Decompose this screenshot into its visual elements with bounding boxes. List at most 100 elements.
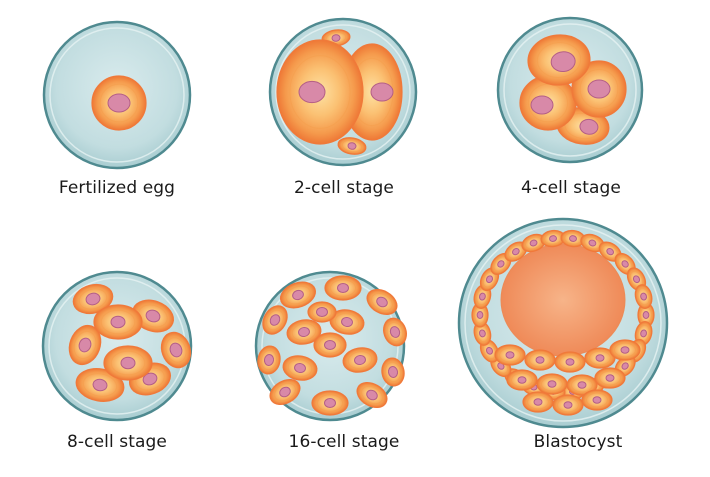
cell-ring bbox=[100, 309, 136, 335]
cell bbox=[536, 373, 568, 395]
cell bbox=[383, 317, 407, 347]
nucleus bbox=[569, 235, 577, 242]
cell bbox=[519, 75, 577, 131]
nucleus bbox=[565, 358, 575, 366]
stage-16-cell bbox=[254, 270, 407, 422]
nucleus bbox=[529, 239, 538, 247]
cell bbox=[566, 374, 598, 396]
cell bbox=[91, 75, 147, 131]
cell-ring bbox=[361, 385, 383, 405]
cell-ring bbox=[347, 350, 373, 370]
nucleus bbox=[142, 372, 158, 386]
cell bbox=[132, 299, 174, 333]
nucleus bbox=[621, 362, 629, 370]
nucleus bbox=[78, 337, 92, 353]
blastocoel bbox=[500, 243, 626, 357]
nucleus bbox=[563, 401, 573, 409]
cell bbox=[68, 324, 102, 366]
cell-ring bbox=[586, 392, 608, 408]
cell bbox=[103, 345, 153, 381]
cell bbox=[490, 252, 512, 275]
nucleus bbox=[632, 275, 641, 284]
cell bbox=[554, 351, 586, 373]
cell-ring bbox=[318, 336, 342, 354]
cell-ring bbox=[499, 347, 521, 363]
cell bbox=[75, 368, 125, 402]
cell-ring bbox=[637, 287, 650, 306]
nucleus bbox=[354, 354, 366, 366]
cell-ring bbox=[557, 397, 579, 413]
nucleus bbox=[587, 79, 611, 99]
stage-4-cell bbox=[496, 16, 644, 164]
cell bbox=[581, 389, 613, 411]
nucleus bbox=[595, 354, 605, 362]
cell-ring bbox=[541, 376, 563, 392]
nucleus bbox=[376, 296, 388, 308]
nucleus bbox=[620, 346, 630, 354]
nucleus bbox=[512, 248, 520, 256]
cell-ring bbox=[73, 330, 97, 360]
label-4-cell-stage: 4-cell stage bbox=[521, 178, 621, 198]
cell bbox=[337, 137, 367, 155]
nucleus bbox=[85, 292, 101, 306]
cell-ring bbox=[536, 41, 582, 79]
cell-ring bbox=[311, 304, 333, 320]
cell-ring bbox=[511, 372, 533, 388]
nucleus bbox=[120, 356, 136, 370]
cell-ring bbox=[287, 358, 313, 378]
nucleus bbox=[331, 34, 341, 42]
nucleus bbox=[294, 362, 306, 374]
cell-ring bbox=[316, 394, 344, 412]
nucleus bbox=[579, 118, 599, 135]
cell bbox=[286, 319, 322, 345]
nucleus bbox=[577, 381, 587, 389]
cell-ring bbox=[589, 350, 611, 366]
nucleus bbox=[535, 356, 545, 364]
nucleus bbox=[263, 354, 275, 366]
cell bbox=[307, 301, 337, 323]
cell bbox=[356, 381, 388, 409]
nucleus bbox=[370, 82, 394, 102]
zona-inner-ring bbox=[464, 224, 662, 422]
nucleus bbox=[324, 339, 336, 351]
cell bbox=[257, 345, 281, 375]
nucleus bbox=[642, 311, 650, 319]
nucleus bbox=[640, 329, 647, 338]
cell bbox=[524, 349, 556, 371]
cell-ring bbox=[579, 68, 619, 110]
nucleus bbox=[485, 275, 494, 284]
nucleus bbox=[389, 326, 401, 338]
cell bbox=[504, 241, 528, 262]
nucleus bbox=[479, 329, 486, 338]
nucleus bbox=[387, 366, 399, 378]
cell-ring bbox=[110, 350, 146, 376]
nucleus bbox=[517, 376, 527, 384]
cell bbox=[342, 347, 378, 373]
cell bbox=[262, 305, 288, 335]
nucleus bbox=[550, 51, 576, 73]
nucleus bbox=[292, 289, 304, 301]
nucleus bbox=[347, 142, 357, 150]
cell bbox=[571, 60, 627, 118]
cell-ring bbox=[289, 55, 351, 129]
cell-ring bbox=[614, 342, 636, 358]
cell bbox=[381, 357, 405, 387]
nucleus bbox=[533, 398, 543, 406]
stage-blastocyst bbox=[457, 217, 669, 429]
nucleus bbox=[298, 326, 310, 338]
cell-ring bbox=[274, 382, 296, 402]
nucleus bbox=[110, 315, 126, 329]
zona-inner-ring bbox=[49, 27, 185, 163]
nucleus bbox=[640, 292, 647, 301]
label-8-cell-stage: 8-cell stage bbox=[67, 432, 167, 452]
cell bbox=[269, 378, 301, 406]
stage-8-cell bbox=[41, 270, 193, 422]
label-16-cell-stage: 16-cell stage bbox=[288, 432, 400, 452]
cell-ring bbox=[291, 322, 317, 342]
cell bbox=[609, 339, 641, 361]
cell bbox=[584, 347, 616, 369]
cell-ring bbox=[266, 309, 284, 331]
cell bbox=[329, 309, 365, 335]
